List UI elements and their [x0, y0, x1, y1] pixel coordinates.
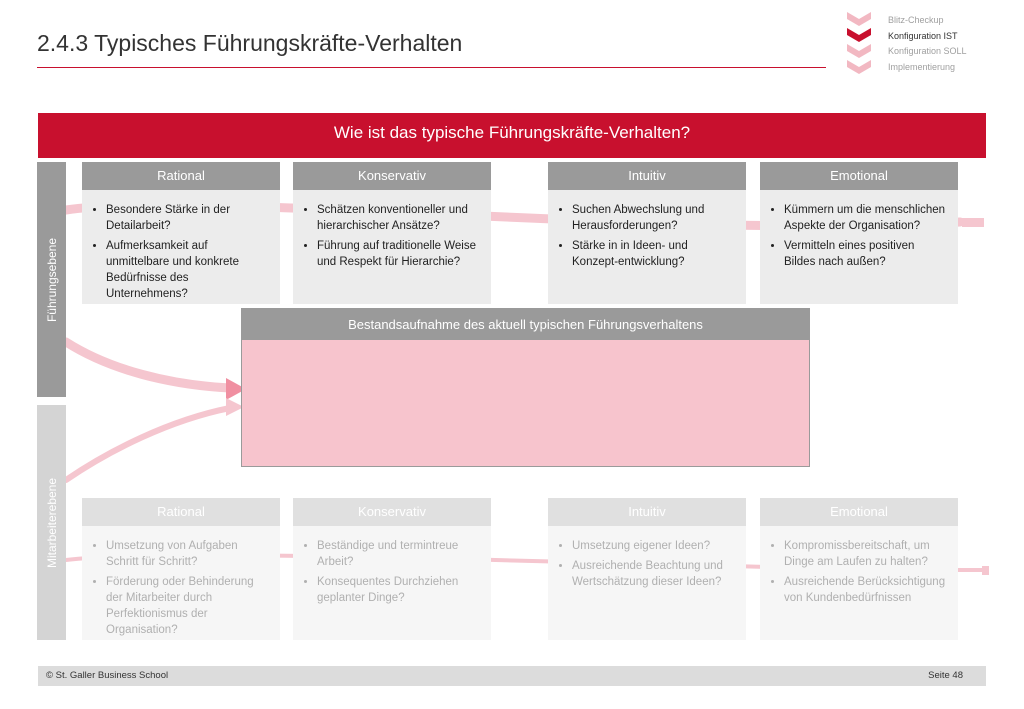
inventory-box: Bestandsaufnahme des aktuell typischen F…	[241, 308, 810, 467]
bullet-item: Schätzen konventioneller und hierarchisc…	[317, 202, 481, 234]
card-header: Intuitiv	[548, 498, 746, 526]
leadership-card-emotional: Emotional Kümmern um die menschlichen As…	[760, 162, 958, 304]
employee-card-emotional: Emotional Kompromissbereitschaft, um Din…	[760, 498, 958, 640]
inventory-header: Bestandsaufnahme des aktuell typischen F…	[242, 309, 809, 340]
nav-item-konfiguration-ist[interactable]: Konfiguration IST	[888, 30, 958, 41]
bullet-item: Suchen Abwechslung und Herausforderungen…	[572, 202, 736, 234]
card-header: Intuitiv	[548, 162, 746, 190]
title-divider	[37, 67, 826, 68]
leadership-card-konservativ: Konservativ Schätzen konventioneller und…	[293, 162, 491, 304]
employee-card-konservativ: Konservativ Beständige und termintreue A…	[293, 498, 491, 640]
card-header: Rational	[82, 498, 280, 526]
bullet-item: Führung auf traditionelle Weise und Resp…	[317, 238, 481, 270]
employee-card-intuitiv: Intuitiv Umsetzung eigener Ideen? Ausrei…	[548, 498, 746, 640]
card-header: Konservativ	[293, 498, 491, 526]
bullet-item: Umsetzung eigener Ideen?	[572, 538, 736, 554]
leadership-card-intuitiv: Intuitiv Suchen Abwechslung und Herausfo…	[548, 162, 746, 304]
bullet-item: Kümmern um die menschlichen Aspekte der …	[784, 202, 948, 234]
bullet-item: Beständige und termintreue Arbeit?	[317, 538, 481, 570]
bullet-item: Aufmerksamkeit auf unmittelbare und konk…	[106, 238, 270, 302]
card-header: Konservativ	[293, 162, 491, 190]
bullet-item: Besondere Stärke in der Detailarbeit?	[106, 202, 270, 234]
nav-item-konfiguration-soll[interactable]: Konfiguration SOLL	[888, 46, 967, 56]
level-label-employees: Mitarbeiterebene	[37, 405, 66, 640]
employee-card-rational: Rational Umsetzung von Aufgaben Schritt …	[82, 498, 280, 640]
bullet-item: Förderung oder Behinderung der Mitarbeit…	[106, 574, 270, 638]
bullet-item: Konsequentes Durchziehen geplanter Dinge…	[317, 574, 481, 606]
leadership-card-rational: Rational Besondere Stärke in der Detaila…	[82, 162, 280, 304]
footer-copyright: © St. Galler Business School	[46, 670, 169, 681]
progress-nav: Blitz-Checkup Konfiguration IST Konfigur…	[888, 13, 967, 75]
card-header: Emotional	[760, 498, 958, 526]
nav-item-implementierung[interactable]: Implementierung	[888, 61, 956, 72]
level-label-leadership: Führungsebene	[37, 162, 66, 397]
nav-item-blitz-checkup[interactable]: Blitz-Checkup	[888, 15, 944, 25]
bullet-item: Kompromissbereitschaft, um Dinge am Lauf…	[784, 538, 948, 570]
bullet-item: Vermitteln eines positiven Bildes nach a…	[784, 238, 948, 270]
bullet-item: Ausreichende Berücksichtigung von Kunden…	[784, 574, 948, 606]
bullet-item: Ausreichende Beachtung und Wertschätzung…	[572, 558, 736, 590]
card-header: Emotional	[760, 162, 958, 190]
card-header: Rational	[82, 162, 280, 190]
progress-chevron-icon	[847, 12, 871, 74]
page-title: 2.4.3 Typisches Führungskräfte-Verhalten	[37, 30, 463, 56]
footer-bar: © St. Galler Business School Seite 48	[38, 666, 986, 686]
footer-page-number: Seite 48	[928, 670, 963, 681]
bullet-item: Stärke in in Ideen- und Konzept-entwickl…	[572, 238, 736, 270]
question-banner: Wie ist das typische Führungskräfte-Verh…	[38, 113, 986, 158]
bullet-item: Umsetzung von Aufgaben Schritt für Schri…	[106, 538, 270, 570]
